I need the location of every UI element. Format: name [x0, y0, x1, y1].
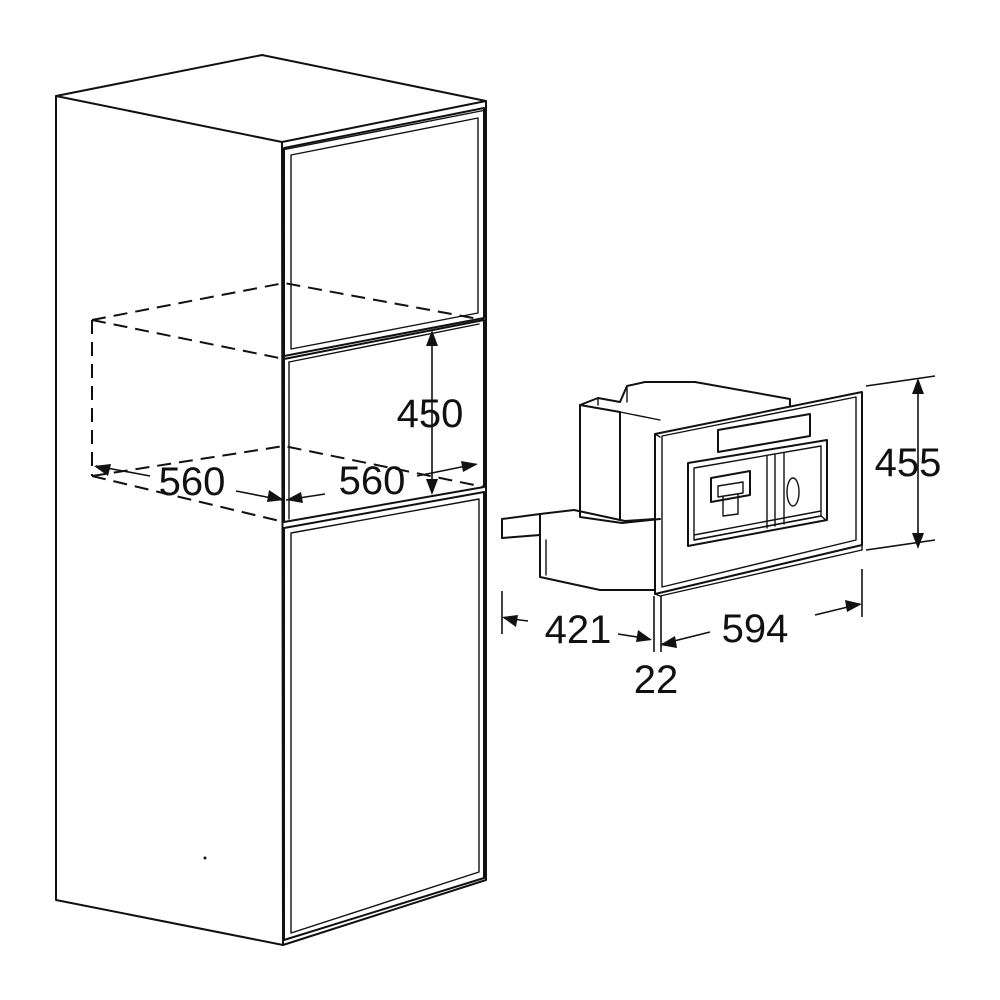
- niche-height-label: 450: [397, 392, 464, 436]
- machine-width-dimension: 594: [660, 569, 863, 651]
- niche-width-dimension: 560: [94, 460, 284, 504]
- machine-height-label: 455: [875, 441, 942, 485]
- coffee-outlet-recess: [687, 439, 828, 547]
- cabinet-side-panel: [55, 54, 487, 946]
- sliding-rail: [501, 509, 656, 591]
- front-thickness-dimension: 22: [634, 658, 679, 702]
- niche-height-dimension: 450: [397, 330, 464, 495]
- upper-door: [283, 107, 485, 357]
- niche-cavity-hidden-lines: [91, 281, 485, 523]
- control-display: [717, 413, 811, 453]
- machine-depth-label: 421: [545, 608, 612, 652]
- drip-tray: [693, 510, 822, 536]
- machine-height-dimension: 455: [865, 375, 942, 551]
- front-thickness-label: 22: [634, 658, 679, 702]
- machine-body: [579, 404, 661, 524]
- tall-cabinet: [55, 54, 487, 946]
- niche-depth-dimension: 560: [285, 459, 478, 503]
- machine-width-label: 594: [722, 607, 789, 651]
- lower-door: [283, 491, 485, 941]
- machine-depth-dimension: 421: [501, 591, 662, 652]
- machine-front-panel: [654, 391, 863, 597]
- niche-width-label: 560: [159, 460, 226, 504]
- built-in-coffee-machine: [501, 381, 863, 597]
- niche-depth-label: 560: [339, 459, 406, 503]
